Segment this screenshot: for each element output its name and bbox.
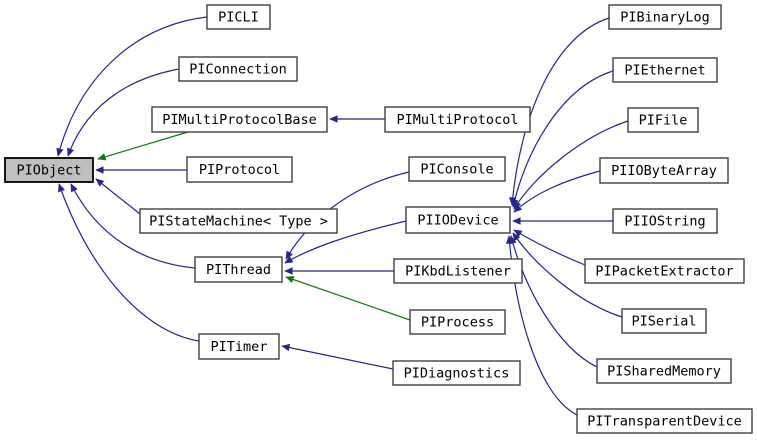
node-PIStateMachine[interactable]: PIStateMachine< Type > — [139, 208, 338, 234]
edge-PIProcess-to-PIThread — [285, 275, 411, 321]
node-label-PITimer: PITimer — [211, 339, 268, 355]
node-box-PISharedMemory[interactable] — [596, 358, 732, 384]
node-label-PIKbdListener: PIKbdListener — [405, 264, 511, 280]
node-box-PIDiagnostics[interactable] — [392, 360, 521, 386]
node-PIObject: PIObject — [4, 157, 94, 183]
node-label-PIConnection: PIConnection — [189, 62, 287, 78]
node-box-PIIODevice[interactable] — [405, 206, 511, 234]
node-box-PIFile[interactable] — [627, 107, 699, 133]
edge-PIDiagnostics-to-PITimer — [281, 343, 394, 370]
node-PIProcess[interactable]: PIProcess — [409, 309, 506, 335]
node-PICLI[interactable]: PICLI — [206, 4, 271, 30]
node-box-PIKbdListener[interactable] — [393, 258, 523, 284]
node-label-PIPacketExtractor: PIPacketExtractor — [595, 264, 733, 280]
node-PIIOByteArray[interactable]: PIIOByteArray — [599, 157, 729, 184]
node-PIConsole[interactable]: PIConsole — [408, 156, 506, 182]
edge-PITimer-to-PIObject — [57, 183, 200, 342]
node-label-PIIOByteArray: PIIOByteArray — [611, 163, 717, 179]
node-label-PIEthernet: PIEthernet — [624, 63, 705, 79]
node-PIThread[interactable]: PIThread — [194, 256, 283, 283]
node-PIProtocol[interactable]: PIProtocol — [186, 156, 293, 183]
node-PIEthernet[interactable]: PIEthernet — [612, 57, 718, 83]
node-box-PIConsole[interactable] — [408, 156, 506, 182]
node-box-PIProtocol[interactable] — [186, 156, 293, 183]
edge-PIEthernet-to-PIIODevice — [511, 70, 614, 208]
edge-PISharedMemory-to-PIIODevice — [509, 235, 598, 368]
node-PIIODevice[interactable]: PIIODevice — [405, 206, 511, 234]
node-label-PIProcess: PIProcess — [421, 315, 494, 331]
node-box-PIBinaryLog[interactable] — [608, 4, 722, 30]
edge-PIStateMachine-to-PIObject — [95, 178, 141, 215]
node-PISerial[interactable]: PISerial — [621, 308, 707, 334]
node-label-PIBinaryLog: PIBinaryLog — [620, 10, 709, 26]
edge-PIIOByteArray-to-PIIODevice — [513, 170, 601, 213]
node-label-PIConsole: PIConsole — [420, 162, 493, 178]
node-label-PICLI: PICLI — [218, 10, 259, 26]
edge-PISerial-to-PIIODevice — [512, 232, 623, 318]
node-PIKbdListener[interactable]: PIKbdListener — [393, 258, 523, 284]
edge-PIConnection-to-PIObject — [67, 68, 180, 157]
node-box-PICLI[interactable] — [206, 4, 271, 30]
node-PISharedMemory[interactable]: PISharedMemory — [596, 358, 732, 384]
node-box-PIObject — [4, 157, 94, 183]
node-label-PISharedMemory: PISharedMemory — [607, 364, 721, 380]
edge-PIBinaryLog-to-PIIODevice — [509, 17, 610, 206]
node-box-PIIOByteArray[interactable] — [599, 157, 729, 184]
edge-PICLI-to-PIObject — [56, 16, 208, 157]
node-label-PIProtocol: PIProtocol — [199, 162, 280, 178]
node-box-PIMultiProtocolBase[interactable] — [151, 106, 328, 133]
node-label-PISerial: PISerial — [631, 314, 696, 330]
node-label-PIDiagnostics: PIDiagnostics — [404, 366, 510, 382]
edge-PIIODevice-to-PIThread — [284, 220, 407, 264]
edge-PIThread-to-PIObject — [70, 183, 196, 269]
node-label-PIMultiProtocol: PIMultiProtocol — [397, 112, 519, 128]
node-PIMultiProtocol[interactable]: PIMultiProtocol — [384, 106, 531, 133]
node-PIPacketExtractor[interactable]: PIPacketExtractor — [584, 258, 745, 284]
node-PIIOString[interactable]: PIIOString — [612, 208, 718, 234]
edge-PIFile-to-PIIODevice — [513, 120, 629, 210]
edge-PIMultiProtocolBase-to-PIObject — [97, 131, 189, 161]
node-label-PIFile: PIFile — [639, 113, 688, 129]
node-PIDiagnostics[interactable]: PIDiagnostics — [392, 360, 521, 386]
node-PITransparentDevice[interactable]: PITransparentDevice — [576, 408, 753, 434]
node-label-PIMultiProtocolBase: PIMultiProtocolBase — [162, 112, 316, 128]
node-label-PITransparentDevice: PITransparentDevice — [587, 414, 741, 430]
node-box-PIPacketExtractor[interactable] — [584, 258, 745, 284]
node-label-PIIODevice: PIIODevice — [417, 213, 498, 229]
node-box-PIIOString[interactable] — [612, 208, 718, 234]
node-label-PIThread: PIThread — [206, 262, 271, 278]
node-box-PIMultiProtocol[interactable] — [384, 106, 531, 133]
edge-PIConsole-to-PIThread — [285, 171, 410, 260]
node-PIConnection[interactable]: PIConnection — [178, 56, 298, 82]
node-box-PIConnection[interactable] — [178, 56, 298, 82]
node-label-PIStateMachine: PIStateMachine< Type > — [149, 214, 328, 230]
node-label-PIIOString: PIIOString — [624, 214, 705, 230]
node-box-PISerial[interactable] — [621, 308, 707, 334]
node-box-PITransparentDevice[interactable] — [576, 408, 753, 434]
node-PIMultiProtocolBase[interactable]: PIMultiProtocolBase — [151, 106, 328, 133]
node-box-PIStateMachine[interactable] — [139, 208, 338, 234]
node-PIBinaryLog[interactable]: PIBinaryLog — [608, 4, 722, 30]
node-box-PIThread[interactable] — [194, 256, 283, 283]
node-label-PIObject: PIObject — [16, 163, 81, 179]
node-box-PITimer[interactable] — [198, 333, 280, 360]
node-PITimer[interactable]: PITimer — [198, 333, 280, 360]
node-box-PIEthernet[interactable] — [612, 57, 718, 83]
node-box-PIProcess[interactable] — [409, 309, 506, 335]
node-PIFile[interactable]: PIFile — [627, 107, 699, 133]
